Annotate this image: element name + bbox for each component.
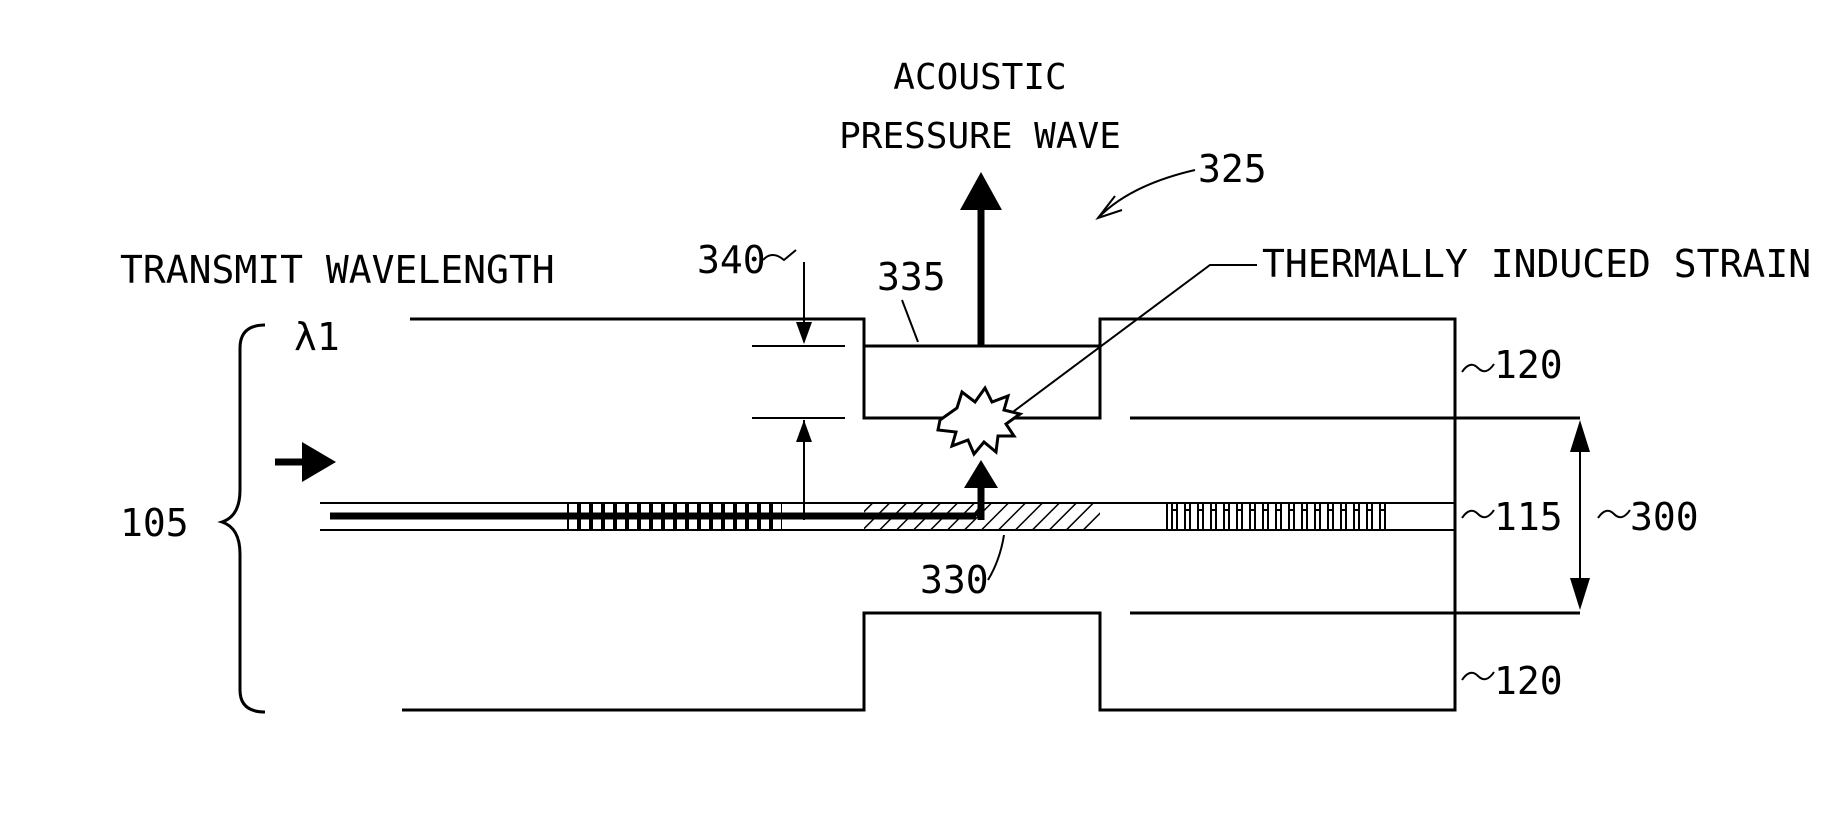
acoustic-wave-arrowhead: [960, 172, 1002, 210]
ref-120-bottom: 120: [1494, 659, 1563, 703]
tilde-115: [1462, 510, 1494, 518]
leader-325: [1098, 170, 1195, 218]
ref-115: 115: [1494, 495, 1563, 539]
thermal-strain-label: THERMALLY INDUCED STRAIN: [1262, 242, 1811, 286]
ref-340: 340: [697, 238, 766, 282]
grating-right: [1167, 503, 1385, 530]
input-light-path-bend: [976, 510, 981, 516]
tilde-300: [1598, 510, 1630, 518]
ref-300: 300: [1630, 495, 1699, 539]
dim-340-arrowhead-top: [796, 322, 812, 344]
brace-105: [222, 325, 265, 712]
input-arrowhead: [302, 442, 336, 482]
dim-300-arrowhead-bottom: [1570, 578, 1590, 610]
ref-335: 335: [877, 255, 946, 299]
ref-330: 330: [920, 558, 989, 602]
lambda-label: λ1: [294, 315, 340, 359]
tilde-120-top: [1462, 364, 1494, 372]
transmit-wavelength-label: TRANSMIT WAVELENGTH: [120, 248, 555, 292]
leader-335: [902, 300, 918, 342]
acoustic-label-line1: ACOUSTIC: [893, 57, 1066, 98]
ref-105: 105: [120, 501, 189, 545]
acoustic-label-line2: PRESSURE WAVE: [839, 116, 1121, 157]
dim-300-arrowhead-top: [1570, 420, 1590, 452]
tilde-120-bottom: [1462, 672, 1494, 680]
leader-330: [988, 535, 1004, 580]
leader-thermal-strain: [1002, 265, 1257, 420]
heat-arrowhead: [964, 460, 998, 488]
leader-340: [763, 250, 796, 260]
strain-burst-icon: [938, 388, 1020, 454]
ref-120-top: 120: [1494, 343, 1563, 387]
ref-325: 325: [1198, 147, 1267, 191]
